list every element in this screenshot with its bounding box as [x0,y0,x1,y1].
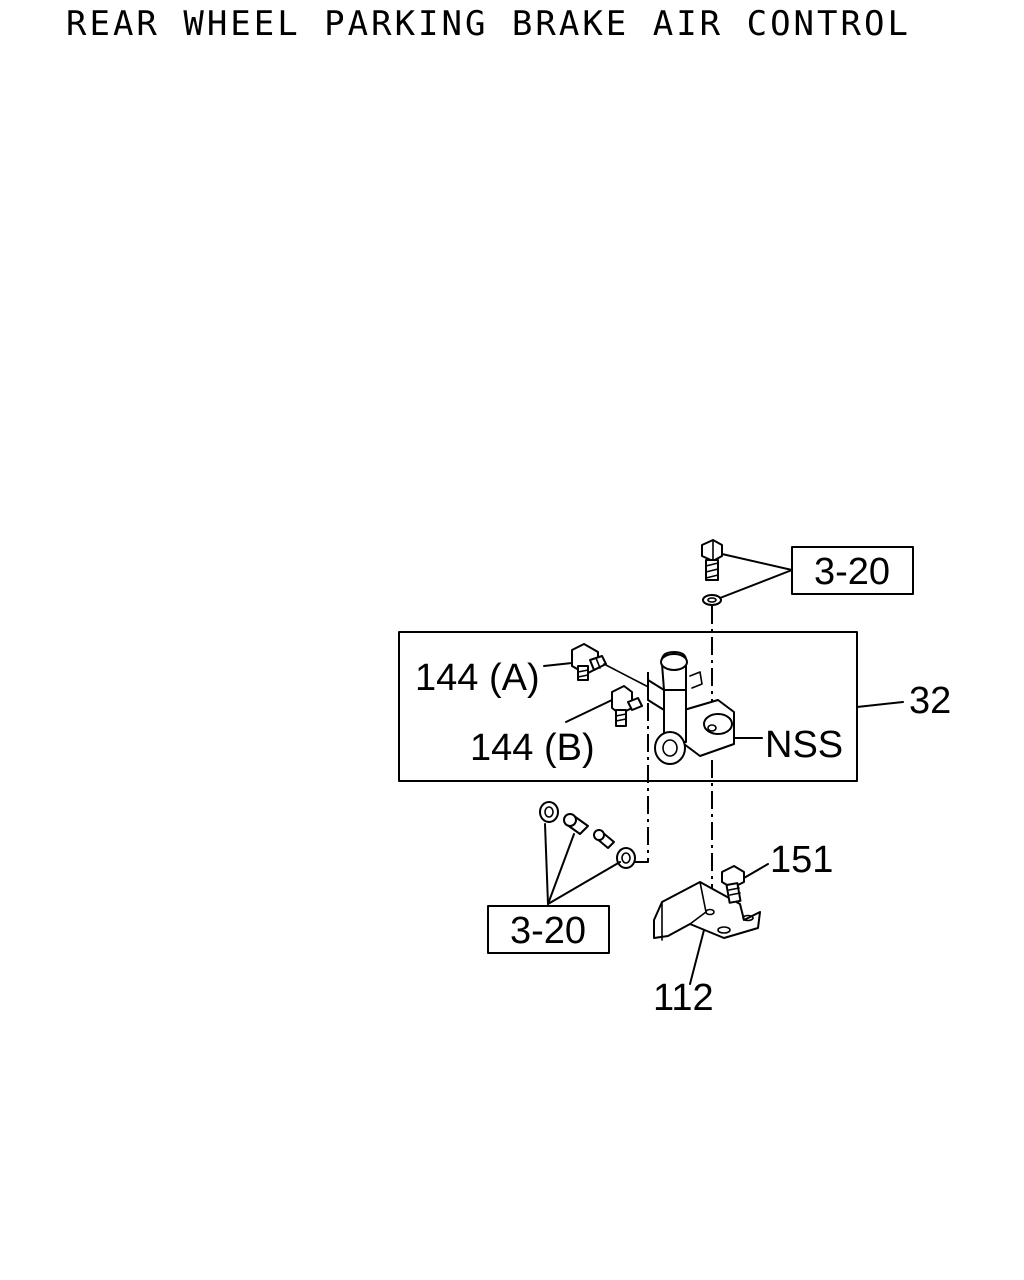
fitting-a [571,643,607,681]
parking-brake-valve [647,651,735,765]
fitting-b [611,685,643,727]
mounting-bracket [653,881,761,941]
nss-label: NSS [765,724,843,766]
ref-top-label: 3-20 [814,551,890,593]
bolt-label: 151 [770,839,833,881]
bushing-left [539,801,559,823]
ref-box-top: 3-20 [791,546,914,595]
ref-box-bottom: 3-20 [487,905,610,954]
bushing-right [616,847,636,869]
top-bolt [701,539,723,581]
diagram-title: REAR WHEEL PARKING BRAKE AIR CONTROL [66,4,911,44]
bracket-bolt [721,865,745,904]
ref-bottom-label: 3-20 [510,910,586,952]
assembly-number: 32 [909,680,951,722]
bracket-label: 112 [653,977,714,1019]
fitting-b-label: 144 (B) [470,727,595,769]
top-washer [702,594,722,606]
pin-sleeve [563,813,589,835]
pin-small [593,829,615,849]
fitting-a-label: 144 (A) [415,657,540,699]
